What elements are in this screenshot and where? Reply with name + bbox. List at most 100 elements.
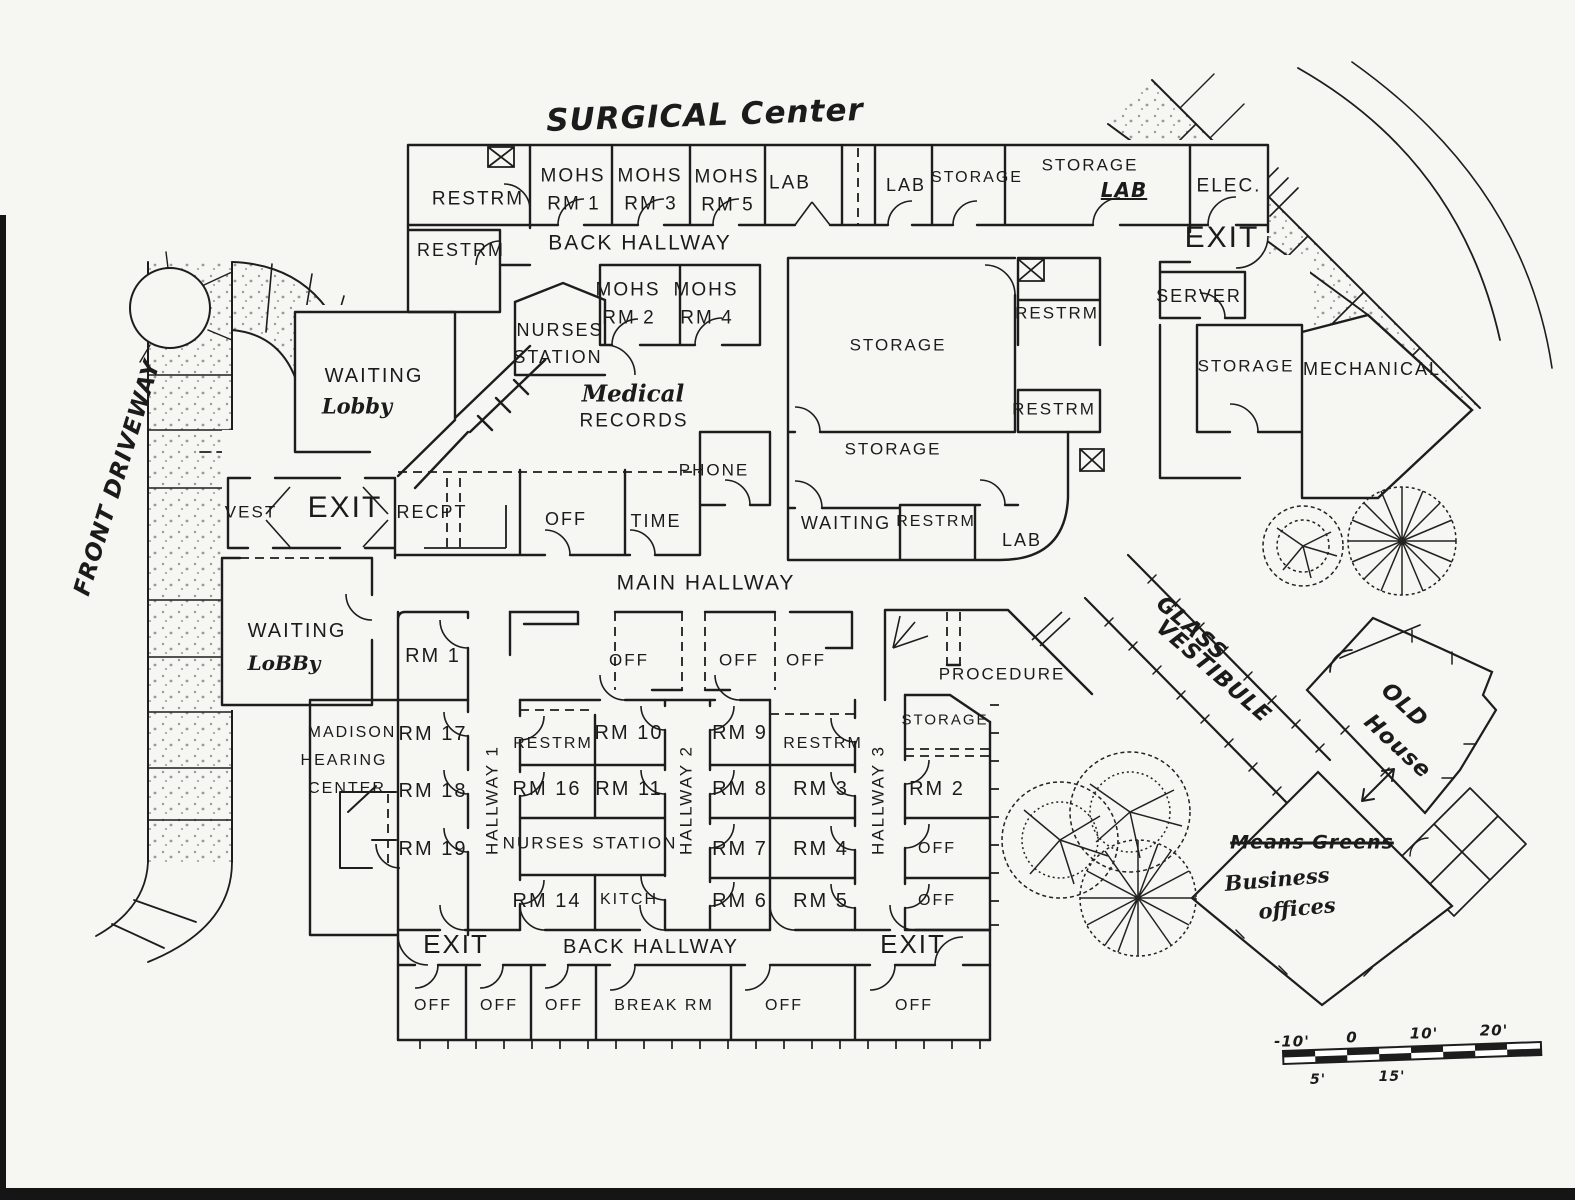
room-waiting-c: WAITING	[800, 513, 892, 533]
room-rm2: RM 2	[909, 778, 965, 800]
room-nurses-top-l1: NURSES	[516, 320, 604, 340]
room-mohs1-l1: MOHS	[540, 165, 606, 187]
note-lobby-upper: Lobby	[321, 393, 393, 419]
scale-15: 15'	[1378, 1069, 1406, 1085]
room-restrm-c2: RESTRM	[1012, 399, 1096, 419]
room-rm10: RM 10	[594, 722, 664, 744]
room-storage-top1: STORAGE	[931, 169, 1023, 186]
room-restrm-top2: RESTRM	[417, 240, 505, 260]
room-rm18: RM 18	[398, 780, 468, 802]
note-struck-name: Means Greens	[1230, 831, 1394, 854]
room-rm9: RM 9	[712, 722, 768, 744]
room-storage-server: STORAGE	[1197, 356, 1295, 376]
room-lab-top2: LAB	[885, 175, 927, 195]
room-off-h3b: OFF	[918, 892, 956, 909]
hall-back-top: BACK HALLWAY	[548, 231, 732, 255]
scale-minus10: -10'	[1274, 1032, 1310, 1051]
room-rm1: RM 1	[405, 645, 461, 667]
room-nurses-top-l2: STATION	[513, 347, 603, 367]
exit-bottomleft: EXIT	[423, 929, 489, 959]
room-rm11: RM 11	[595, 778, 663, 800]
hall-3: HALLWAY 3	[868, 745, 888, 855]
sidewalk-curve-outer	[1297, 67, 1501, 341]
exit-front: EXIT	[307, 491, 383, 524]
room-restrm-g2: RESTRM	[783, 735, 863, 752]
room-rm7: RM 7	[712, 838, 768, 860]
room-off-mh2: OFF	[719, 650, 759, 670]
room-phone: PHONE	[678, 460, 750, 480]
tree-large-1	[1001, 781, 1119, 899]
room-rm4: RM 4	[793, 838, 849, 860]
room-mohs5-l2: RM 5	[701, 194, 755, 216]
room-waiting-upper: WAITING	[324, 365, 424, 387]
scale-10: 10'	[1409, 1024, 1439, 1043]
building-footprint	[222, 140, 1472, 1040]
room-restrm-c3: RESTRM	[896, 513, 976, 530]
room-off-b1: OFF	[414, 997, 452, 1014]
glass-vestibule-walls	[1083, 553, 1332, 805]
hall-back-bottom: BACK HALLWAY	[563, 936, 739, 958]
room-mohs2-l1: MOHS	[595, 279, 661, 301]
room-rm14: RM 14	[512, 890, 582, 912]
trees	[1001, 486, 1457, 957]
room-vest: VEST	[224, 502, 278, 522]
room-off-b5: OFF	[895, 997, 933, 1014]
room-break-rm: BREAK RM	[614, 997, 714, 1014]
room-restrm-g1: RESTRM	[513, 735, 593, 752]
room-off-mh1: OFF	[609, 650, 649, 670]
walls	[220, 143, 1474, 1042]
driveway-band	[148, 262, 232, 862]
room-madison-l2: HEARING	[300, 752, 388, 769]
scan-edge-left	[0, 215, 6, 1200]
double-arrow	[1361, 768, 1395, 802]
scale-5: 5'	[1309, 1072, 1327, 1088]
plan-title: SURGICAL Center	[545, 91, 865, 140]
room-mohs4-l2: RM 4	[680, 307, 734, 329]
room-off-mh3: OFF	[786, 650, 826, 670]
room-mohs3-l2: RM 3	[624, 193, 678, 215]
tree-large-2	[1069, 751, 1191, 873]
scale-20: 20'	[1479, 1021, 1509, 1040]
room-off-b2: OFF	[480, 997, 518, 1014]
room-rm6: RM 6	[712, 890, 768, 912]
room-storage-top2: STORAGE	[1041, 155, 1139, 175]
note-front-driveway: FRONT DRIVEWAY	[69, 356, 166, 599]
room-off-front: OFF	[545, 509, 587, 529]
room-mohs4-l1: MOHS	[673, 279, 739, 301]
room-rm19: RM 19	[398, 838, 468, 860]
note-storage-lab: LAB	[1100, 178, 1148, 202]
room-mohs2-l2: RM 2	[602, 307, 656, 329]
reception-desk	[424, 505, 507, 549]
room-procedure: PROCEDURE	[938, 664, 1066, 684]
room-off-b3: OFF	[545, 997, 583, 1014]
room-restrm-c1: RESTRM	[1015, 303, 1099, 323]
room-storage-rm2: STORAGE	[901, 711, 989, 729]
room-mechanical: MECHANICAL	[1302, 359, 1442, 379]
room-server: SERVER	[1156, 286, 1242, 306]
door-swings	[265, 183, 1269, 991]
room-recpt: RECPT	[396, 502, 468, 522]
scale-0: 0	[1346, 1028, 1358, 1047]
old-house-outline	[1305, 616, 1498, 815]
driveway-circle	[129, 267, 211, 349]
room-off-b4: OFF	[765, 997, 803, 1014]
note-offices: offices	[1257, 892, 1337, 924]
scale-bar	[1281, 1040, 1543, 1066]
room-mohs3-l1: MOHS	[617, 165, 683, 187]
exit-topright: EXIT	[1184, 221, 1260, 254]
dashed-partitions	[240, 148, 1006, 866]
room-rm3: RM 3	[793, 778, 849, 800]
hall-2: HALLWAY 2	[676, 745, 696, 855]
note-business: Business	[1223, 861, 1331, 897]
room-waiting-lower: WAITING	[247, 620, 347, 642]
room-rm5: RM 5	[793, 890, 849, 912]
room-madison-l3: CENTER	[308, 780, 386, 797]
exit-bottomcenter: EXIT	[880, 929, 946, 959]
room-rm16: RM 16	[512, 778, 582, 800]
tree-small-1	[1262, 505, 1344, 587]
room-restrm-top1: RESTRM	[431, 188, 525, 210]
room-mohs5-l1: MOHS	[694, 166, 760, 188]
